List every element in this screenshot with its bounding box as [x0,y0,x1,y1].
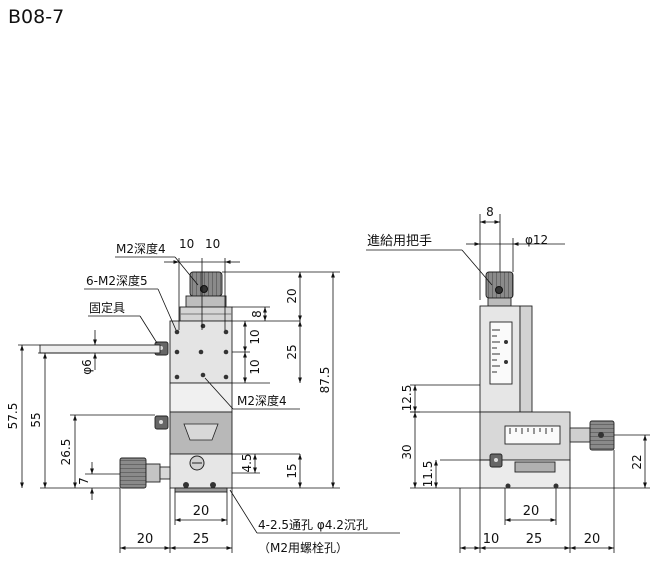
right-view: 8 φ12 進給用把手 12.5 30 11.5 22 20 10 25 20 [366,205,650,553]
right-lower-stage [479,411,571,489]
page-title: B08-7 [8,6,65,28]
dim-top-10b: 10 [205,237,220,251]
dim-right-bottom-25: 25 [526,532,543,547]
dim-top-10a: 10 [179,237,194,251]
dim-bottom-25: 25 [193,532,210,547]
dim-right-bottom-20: 20 [584,532,601,547]
dim-right-bottom-10: 10 [483,532,500,547]
dim-bottom-20: 20 [137,532,154,547]
dim-base-20: 20 [193,504,210,519]
label-holes-2: （M2用螺栓孔） [258,540,348,555]
dim-right-30: 30 [400,444,414,459]
dim-87-5: 87.5 [318,367,332,394]
dim-right-8: 8 [486,205,494,219]
dim-55: 55 [29,412,43,427]
right-extension-lines [410,214,650,553]
dim-right-12-5: 12.5 [400,385,414,412]
dim-knob-20: 20 [285,288,299,303]
label-tap-bottom: M2深度4 [237,393,287,408]
left-view: M2深度4 10 10 6-M2深度5 固定具 M2深度4 4-2.5通孔 φ4… [6,237,400,555]
dim-10b: 10 [248,359,262,374]
dim-right-base-20: 20 [523,504,540,519]
label-lock: 固定具 [89,300,125,315]
upper-block [169,320,233,384]
vertical-slide [479,305,533,413]
right-side-knob [569,420,615,451]
dim-4-5: 4.5 [240,453,254,472]
dim-right-22: 22 [630,454,644,469]
label-feed-handle: 進給用把手 [367,234,432,249]
label-holes-1: 4-2.5通孔 φ4.2沉孔 [258,518,368,532]
dim-8: 8 [250,310,264,318]
left-dimension-lines [20,260,335,550]
left-leader-lines [84,256,400,534]
dim-26-5: 26.5 [59,439,73,466]
dim-57-5: 57.5 [6,403,20,430]
label-tap-top: M2深度4 [116,241,166,256]
dim-10a: 10 [248,329,262,344]
dim-right-phi12: φ12 [525,233,548,247]
dim-7: 7 [77,477,91,485]
dim-right-11-5: 11.5 [421,461,435,488]
label-tap-face: 6-M2深度5 [86,273,148,288]
side-knob [119,457,171,489]
dim-phi6: φ6 [80,359,94,375]
left-extension-lines [18,258,340,553]
top-knob [179,271,233,322]
lock-handle [39,344,161,354]
lock-screw [154,341,169,430]
right-leader-lines [366,249,493,286]
feed-handle [485,271,514,307]
lower-stage [169,382,233,493]
dim-15: 15 [285,463,299,478]
right-dimension-lines [413,220,647,550]
dim-25: 25 [285,344,299,359]
